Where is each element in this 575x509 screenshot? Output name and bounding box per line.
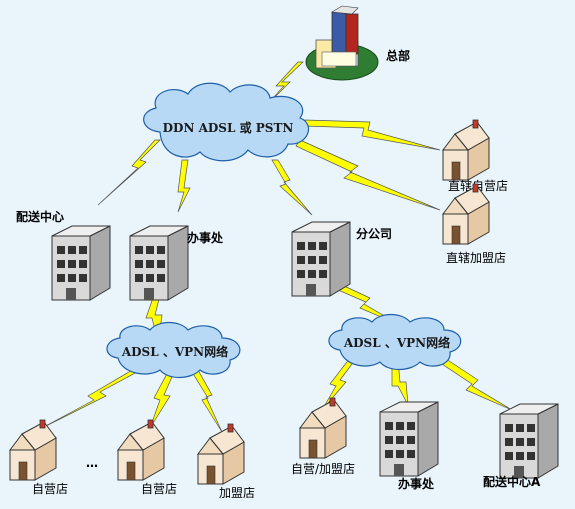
own-franchise-label: 自营/加盟店 <box>291 462 355 476</box>
office-building-icon <box>129 225 189 301</box>
cloud-right: ADSL 、VPN网络 <box>328 313 462 371</box>
franchise-store-house-icon <box>197 423 245 485</box>
own-franchise-house-icon <box>299 397 347 459</box>
cloud-left-label: ADSL 、VPN网络 <box>121 344 228 359</box>
direct-franchise-label: 直辖加盟店 <box>446 250 506 265</box>
own-store-1-label: 自营店 <box>32 482 68 496</box>
network-links <box>37 61 513 433</box>
office-b-building-icon <box>379 401 439 477</box>
direct-franchise-house-icon <box>442 183 490 245</box>
cloud-right-label: ADSL 、VPN网络 <box>343 335 450 350</box>
own-store-1-house-icon <box>9 419 57 481</box>
cloud-left: ADSL 、VPN网络 <box>106 321 241 379</box>
link-office <box>177 159 191 213</box>
link-own-franchise <box>321 357 356 411</box>
branch-building-icon <box>291 221 351 297</box>
distribution-center-a-building-icon <box>499 403 559 479</box>
link-distribution-center <box>97 139 161 206</box>
own-store-2-house-icon <box>117 419 165 481</box>
link-branch <box>271 159 313 216</box>
franchise-store-label: 加盟店 <box>219 486 255 500</box>
hq-icon <box>305 5 379 81</box>
distribution-center-building-icon <box>51 225 111 301</box>
direct-store-house-icon <box>442 119 490 181</box>
ellipsis-label: … <box>86 456 98 470</box>
link-franchise-store <box>191 369 223 433</box>
distribution-center-a-label: 配送中心A <box>483 474 541 489</box>
link-direct-store <box>304 119 441 151</box>
cloud-top: DDN ADSL 或 PSTN <box>143 82 310 162</box>
cloud-top-label: DDN ADSL 或 PSTN <box>163 120 294 135</box>
own-store-2-label: 自营店 <box>141 482 177 496</box>
link-direct-franchise <box>295 139 441 211</box>
office-b-label: 办事处 <box>398 476 435 491</box>
link-distribution-center-a <box>435 354 513 411</box>
branch-label: 分公司 <box>356 226 392 241</box>
office-label: 办事处 <box>187 230 224 245</box>
distribution-center-label: 配送中心 <box>16 209 64 224</box>
hq-label: 总部 <box>386 48 410 63</box>
